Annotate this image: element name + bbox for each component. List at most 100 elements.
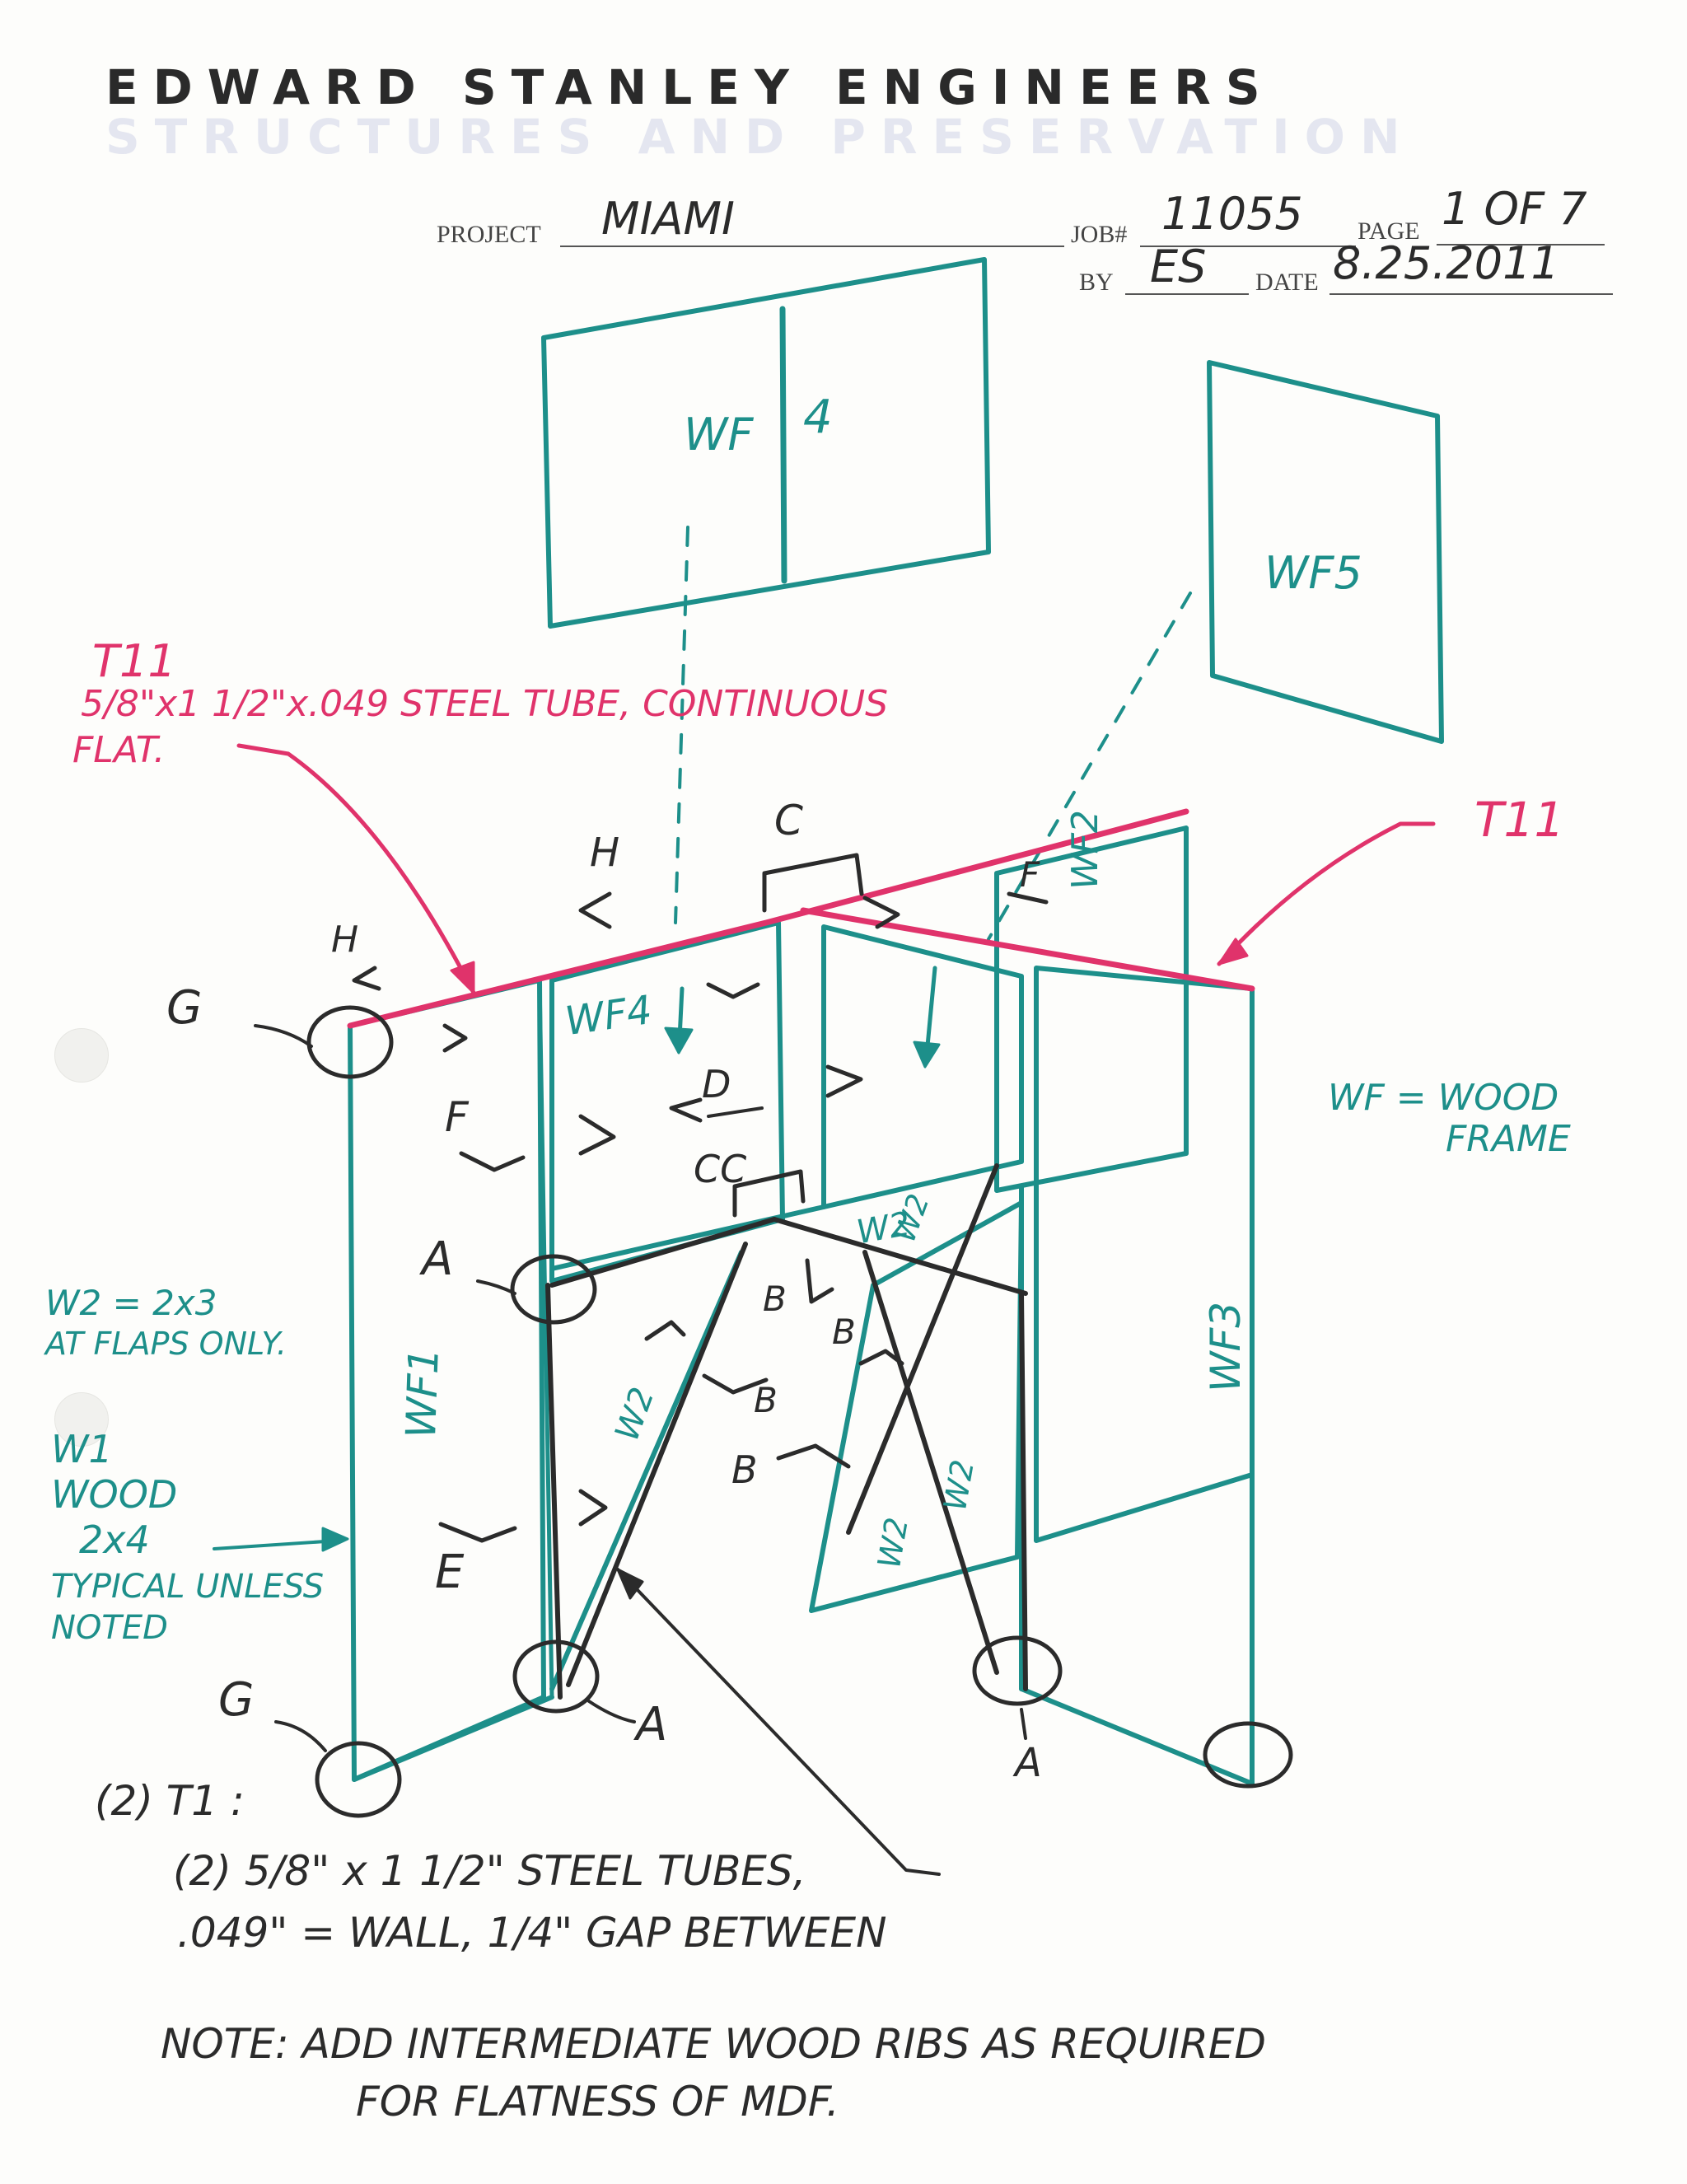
general-note-line2: FOR FLATNESS OF MDF. [356, 2078, 839, 2126]
t1-line1: (2) 5/8" x 1 1/2" STEEL TUBES, [173, 1847, 806, 1895]
leader-g-bottom [274, 1720, 327, 1752]
t1-tube-diag-left [566, 1242, 748, 1687]
joint-label-a-bottom: A [636, 1698, 668, 1751]
base-rail-left [352, 1695, 554, 1782]
t11-return-tube [800, 907, 1255, 992]
page-line [1437, 244, 1605, 246]
arrow-d-tail [707, 1106, 764, 1118]
wf2-frame [994, 825, 1189, 1193]
arrow-wf4-chevron [825, 1064, 863, 1098]
arrow-f-left [459, 1151, 526, 1172]
joint-label-e: E [435, 1546, 465, 1599]
leader-g-top [254, 1024, 313, 1048]
t11-continuous-tube [347, 808, 1189, 1029]
leader-w1 [213, 1539, 339, 1550]
arrow-wf5-into-head [913, 1041, 941, 1069]
panel-label-wf5: WF5 [1264, 547, 1362, 599]
arrow-wf4-into-head [664, 1027, 694, 1055]
arrow-h-chevron [442, 1023, 468, 1053]
callout-t11-left-line2: FLAT. [72, 729, 166, 771]
t1-heading: (2) T1 : [95, 1777, 245, 1825]
joint-label-g-top: G [166, 981, 203, 1035]
callout-t11-right: T11 [1474, 792, 1565, 848]
joint-label-a-left: A [422, 1232, 454, 1286]
joint-label-f-right: F [1020, 854, 1040, 895]
section-cc-marker [732, 1169, 806, 1218]
leader-a-right [1020, 1708, 1027, 1740]
panel-label-wf4-top-num: 4 [803, 391, 833, 444]
note-w2-line2: AT FLAPS ONLY. [45, 1326, 287, 1362]
arrow-b4 [776, 1443, 851, 1469]
page-value: 1 OF 7 [1442, 183, 1587, 235]
joint-label-h-top: H [590, 830, 620, 876]
arrow-w2-upper [644, 1320, 686, 1341]
project-label: PROJECT [437, 221, 541, 248]
t1-tube-left-post [545, 1283, 563, 1700]
arrow-f-chevron [578, 1114, 616, 1156]
date-label: DATE [1255, 269, 1319, 296]
base-rail-right [1019, 1686, 1255, 1786]
joint-g-bottom-circle [315, 1741, 402, 1818]
binder-hole [54, 1392, 109, 1447]
note-w1-line3: 2x4 [79, 1518, 150, 1562]
arrow-d [669, 1097, 703, 1123]
t1-tube-cross [846, 1163, 999, 1535]
job-line [1140, 246, 1356, 247]
callout-t11-left-line1: 5/8"x1 1/2"x.049 STEEL TUBE, CONTINUOUS [81, 683, 889, 725]
by-label: BY [1079, 269, 1114, 296]
note-w1-line4: TYPICAL UNLESS [51, 1568, 325, 1606]
center-beam [549, 1204, 826, 1271]
callout-t11-left: T11 [92, 635, 176, 687]
joint-label-c: C [774, 797, 803, 844]
joint-a-bottom-circle [512, 1639, 600, 1714]
legend-wf-line1: WF = WOOD [1328, 1077, 1559, 1119]
project-line [560, 246, 1064, 247]
joint-label-cc: CC [694, 1147, 747, 1191]
panel-label-wf3: WF3 [1202, 1301, 1250, 1392]
leader-a-left [476, 1279, 516, 1295]
leader-t1-arrowhead [616, 1568, 644, 1600]
wf5-drop-line [987, 592, 1192, 941]
arrow-e-chevron [578, 1489, 608, 1527]
flap-panel [809, 1200, 1024, 1613]
note-w2-line1: W2 = 2x3 [45, 1283, 217, 1323]
t11-right-leader [1217, 821, 1436, 966]
note-w1-line1: W1 [51, 1427, 113, 1471]
arrow-c [862, 896, 900, 929]
arrow-mid-chevron [706, 982, 760, 999]
wf4-installed-frame-right [821, 924, 1024, 1209]
t1-line2: .049" = WALL, 1/4" GAP BETWEEN [177, 1909, 887, 1957]
wf4-detached-panel [541, 257, 991, 629]
joint-label-b1: B [763, 1279, 787, 1319]
job-label: JOB# [1071, 221, 1128, 248]
note-w1-line5: NOTED [51, 1609, 168, 1647]
wf3-frame [1034, 966, 1255, 1543]
wf4-drop-line [674, 526, 689, 924]
date-value: 8.25.2011 [1333, 237, 1559, 289]
project-value: MIAMI [601, 193, 735, 245]
panel-label-wf4-top: WF [684, 409, 754, 461]
joint-label-d: D [702, 1062, 731, 1106]
wf4-center-stud [779, 306, 787, 584]
arrow-b3 [702, 1373, 769, 1395]
t1-tube-diag-right [862, 1250, 999, 1675]
general-note-line1: NOTE: ADD INTERMEDIATE WOOD RIBS AS REQU… [161, 2020, 1266, 2068]
leader-a-bottom [587, 1700, 636, 1723]
t1-tube-top-right [772, 1217, 1028, 1296]
panel-label-wf2: WF2 [1064, 810, 1106, 890]
joint-label-h-left: H [331, 919, 359, 961]
arrow-b1 [805, 1258, 834, 1304]
arrow-b2 [858, 1349, 904, 1366]
joint-a-right-circle [972, 1635, 1063, 1706]
page-label: PAGE [1358, 217, 1420, 245]
wf5-detached-panel [1207, 360, 1444, 744]
date-line [1330, 293, 1613, 295]
joint-label-f-left: F [445, 1093, 469, 1141]
joint-a-left-circle [510, 1254, 597, 1325]
note-w1-line2: WOOD [51, 1472, 178, 1517]
leader-w1-arrowhead [321, 1527, 349, 1552]
joint-g-top-circle [306, 1005, 394, 1079]
job-value: 11055 [1161, 188, 1303, 240]
